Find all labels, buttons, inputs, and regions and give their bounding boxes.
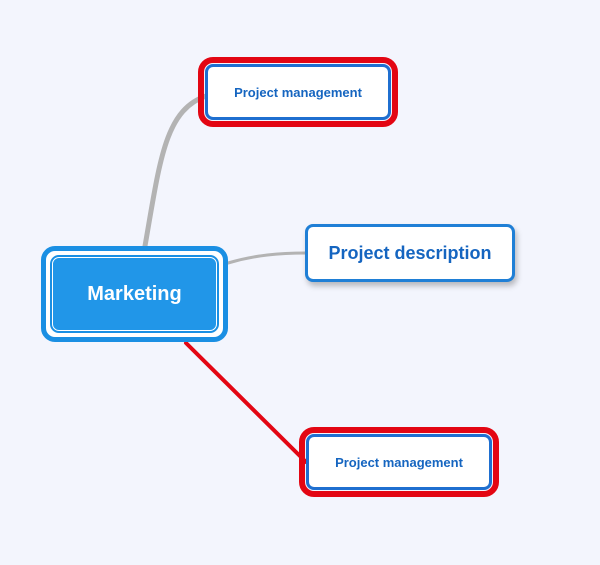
connector-root-to-project-management-top — [142, 93, 209, 249]
connector-root-to-project-description — [226, 251, 308, 265]
root-node-label: Marketing — [50, 255, 219, 333]
child-node-project-management-bottom[interactable]: Project management — [299, 427, 499, 497]
child-node-project-management-top[interactable]: Project management — [198, 57, 398, 127]
child-node-project-description[interactable]: Project description — [305, 224, 515, 282]
root-node-marketing[interactable]: Marketing — [41, 246, 228, 342]
connector-root-to-project-management-bottom — [184, 341, 308, 464]
